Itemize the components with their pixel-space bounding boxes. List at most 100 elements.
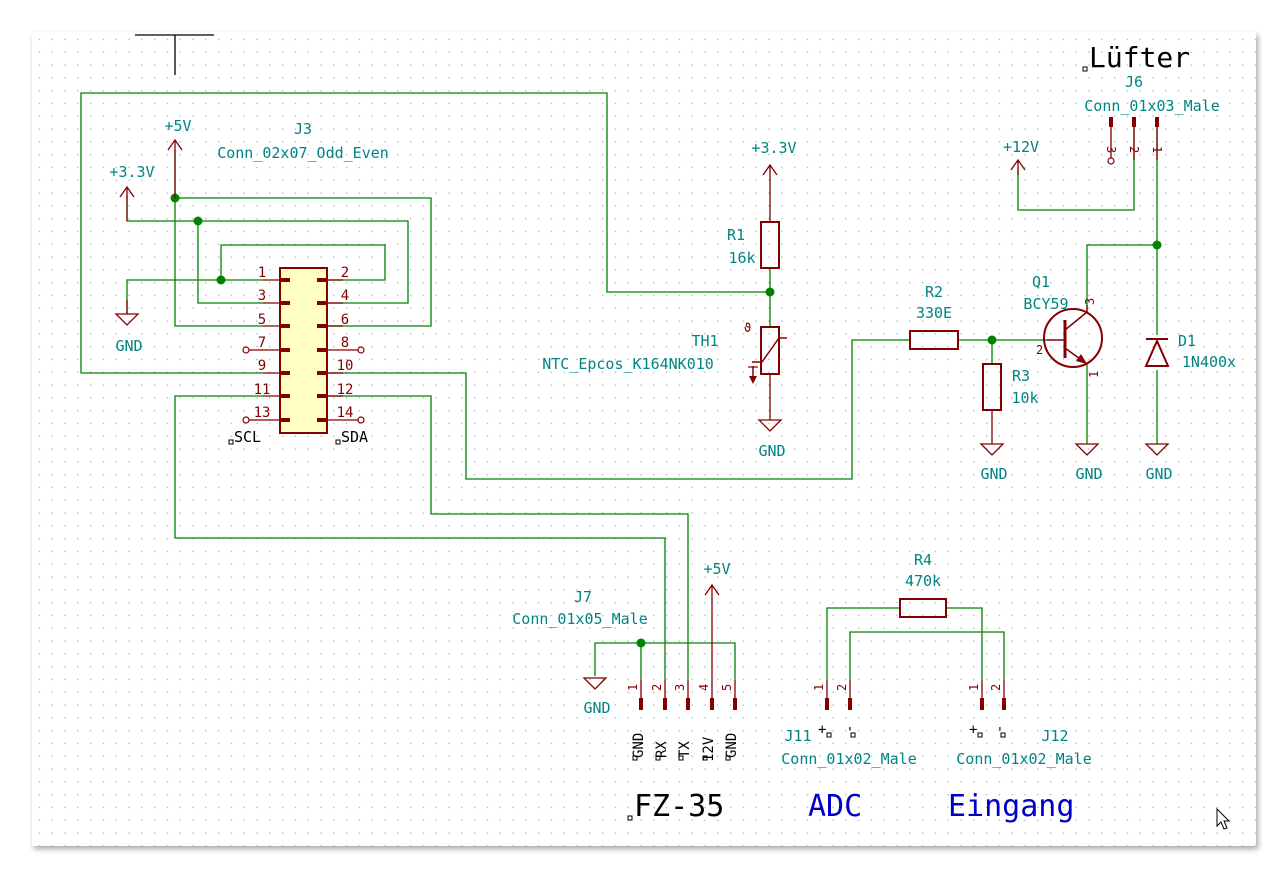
j7-label-gnd2: GND: [724, 733, 740, 758]
r4-value: 470k: [905, 572, 941, 590]
power-3v3-r1-label: +3.3V: [751, 139, 796, 157]
j3-pin-10: 10: [337, 358, 354, 374]
j7-label-rx: RX: [654, 741, 670, 758]
d1-ref: D1: [1178, 332, 1196, 350]
j3-pin-2: 2: [341, 265, 349, 281]
eingang-label: Eingang: [948, 789, 1074, 824]
gnd-d1[interactable]: [1144, 443, 1170, 456]
j11-pin-2: 2: [835, 684, 849, 691]
gnd-q1-label: GND: [1075, 465, 1102, 483]
j7-pin-2: 2: [650, 684, 664, 691]
gnd-q1[interactable]: [1074, 443, 1100, 456]
q1-ref: Q1: [1032, 273, 1050, 291]
j12-plus: +: [969, 722, 977, 738]
j12-pin-1: 1: [967, 684, 981, 691]
thermistor-th1[interactable]: ϑ: [744, 321, 787, 384]
grid: [32, 32, 1256, 846]
r1-value: 16k: [728, 249, 755, 267]
j6-pin-1: 1: [1150, 146, 1164, 153]
transistor-q1[interactable]: [1043, 305, 1103, 368]
j6-pin-3: 3: [1104, 146, 1118, 153]
j3-pin-12: 12: [337, 382, 354, 398]
connector-j11[interactable]: [825, 680, 852, 710]
j3-pin-1: 1: [258, 265, 266, 281]
power-5v-j7[interactable]: [704, 583, 720, 680]
connector-j3[interactable]: J3 Conn_02x07_Odd_Even 1 2 3 4 5 6 7 8 9…: [217, 120, 389, 446]
j3-pin-4: 4: [341, 288, 349, 304]
j7-label-gnd1: GND: [631, 733, 647, 758]
resistor-r1[interactable]: [760, 221, 780, 269]
j3-value: Conn_02x07_Odd_Even: [217, 144, 389, 162]
power-5v-top-label: +5V: [164, 117, 191, 135]
power-12v[interactable]: [1010, 158, 1026, 175]
r1-ref: R1: [727, 226, 745, 244]
j7-pin-3: 3: [673, 684, 687, 691]
r3-value: 10k: [1011, 389, 1038, 407]
fz35-label: FZ-35: [634, 789, 724, 824]
j12-pin-2: 2: [989, 684, 1003, 691]
j7-value: Conn_01x05_Male: [512, 610, 647, 628]
resistor-r2[interactable]: [909, 330, 959, 350]
j7-label-tx: TX: [677, 741, 693, 758]
j11-minus: -: [842, 725, 858, 733]
gnd-d1-label: GND: [1145, 465, 1172, 483]
gnd-j7[interactable]: [582, 677, 608, 690]
j3-pin-7: 7: [258, 335, 266, 351]
gnd-left-label: GND: [115, 337, 142, 355]
svg-text:ϑ: ϑ: [744, 321, 751, 335]
j6-pin-2: 2: [1127, 146, 1141, 153]
power-3v3-left-label: +3.3V: [109, 163, 154, 181]
gnd-r3-label: GND: [980, 465, 1007, 483]
j11-plus: +: [818, 722, 826, 738]
th1-value: NTC_Epcos_K164NK010: [542, 355, 714, 373]
r2-value: 330E: [916, 304, 952, 322]
power-12v-label: +12V: [1003, 138, 1039, 156]
adc-label: ADC: [808, 789, 862, 824]
j12-minus: -: [992, 725, 1008, 733]
resistor-r4[interactable]: [899, 598, 947, 618]
j3-pin-11: 11: [254, 382, 271, 398]
q1-value: BCY59: [1023, 295, 1068, 313]
q1-pin-1: 1: [1087, 371, 1101, 378]
gnd-th1-label: GND: [758, 442, 785, 460]
j7-pin-5: 5: [720, 684, 734, 691]
j3-pin-6: 6: [341, 312, 349, 328]
r3-ref: R3: [1012, 367, 1030, 385]
power-3v3-r1[interactable]: [762, 163, 778, 222]
sda-label: SDA: [341, 428, 368, 446]
j3-ref: J3: [294, 120, 312, 138]
j7-pin-1: 1: [626, 684, 640, 691]
j3-pin-3: 3: [258, 288, 266, 304]
j3-pin-5: 5: [258, 312, 266, 328]
j3-pin-9: 9: [258, 358, 266, 374]
j12-ref: J12: [1041, 727, 1068, 745]
gnd-j7-label: GND: [583, 699, 610, 717]
j11-ref: J11: [784, 727, 811, 745]
gnd-left[interactable]: [114, 300, 140, 326]
gnd-th1[interactable]: [757, 374, 783, 432]
resistor-r3[interactable]: [982, 363, 1002, 411]
power-5v-j7-label: +5V: [703, 560, 730, 578]
r4-ref: R4: [914, 551, 932, 569]
diode-d1[interactable]: [1144, 338, 1170, 367]
r2-ref: R2: [925, 283, 943, 301]
j6-ref: J6: [1125, 73, 1143, 91]
power-5v-top[interactable]: [167, 138, 183, 198]
mouse-pointer-icon: [1216, 807, 1231, 830]
connector-j6[interactable]: [1107, 117, 1159, 165]
j11-pin-1: 1: [812, 684, 826, 691]
th1-ref: TH1: [691, 332, 718, 350]
gnd-r3[interactable]: [979, 410, 1005, 456]
scl-label: SCL: [234, 428, 261, 446]
d1-value: 1N400x: [1182, 353, 1236, 371]
j3-pin-13: 13: [254, 405, 271, 421]
q1-pin-2: 2: [1036, 343, 1043, 357]
cursor-crosshair: [135, 34, 214, 75]
connector-j12[interactable]: [980, 680, 1006, 710]
power-3v3-left[interactable]: [119, 185, 135, 221]
j12-value: Conn_01x02_Male: [956, 750, 1091, 768]
j3-pin-8: 8: [341, 335, 349, 351]
connector-j7[interactable]: [639, 680, 737, 710]
j7-ref: J7: [574, 588, 592, 606]
